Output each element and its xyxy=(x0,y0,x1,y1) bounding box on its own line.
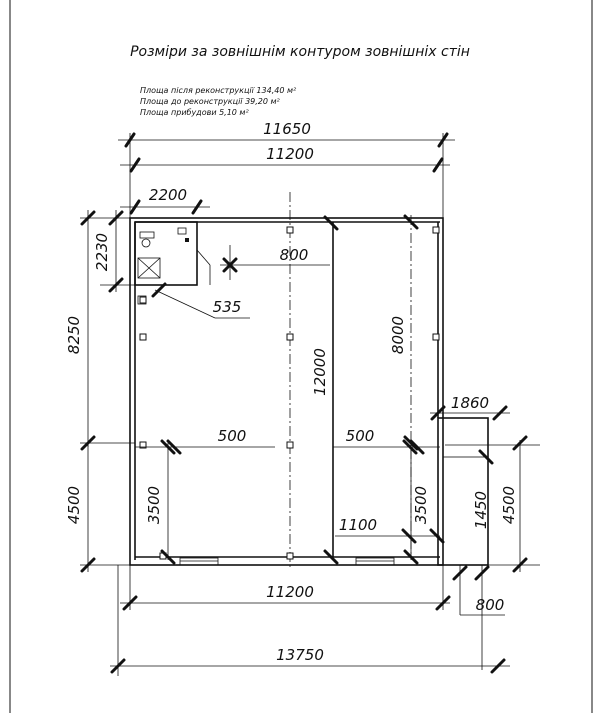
dim-3500-left-label: 3500 xyxy=(145,486,163,524)
dim-lower-right-height: 3500 xyxy=(403,443,430,565)
dim-bottom-offset: 1100 xyxy=(335,516,445,544)
dim-bottom-overall: 13750 xyxy=(110,565,510,676)
dim-11200-top-label: 11200 xyxy=(266,145,314,163)
dim-12000-label: 12000 xyxy=(311,348,329,396)
dim-bottom-inner: 11200 xyxy=(120,565,451,611)
columns xyxy=(139,226,440,560)
dim-1860-label: 1860 xyxy=(451,394,489,412)
dim-right-span: 500 xyxy=(333,427,440,455)
note-area-addition: Площа прибудови 5,10 м² xyxy=(140,108,249,117)
note-area-after: Площа після реконструкції 134,40 м² xyxy=(140,86,297,95)
dim-left-lower: 4500 xyxy=(65,443,540,573)
dim-800-top-label: 800 xyxy=(280,246,309,264)
dim-right-height: 8000 xyxy=(389,214,419,451)
dim-center-height: 12000 xyxy=(311,215,339,565)
dim-addition-width: 1860 xyxy=(430,394,510,421)
dim-top-overall: 11650 xyxy=(118,120,455,218)
dim-left-upper: 8250 xyxy=(65,210,135,451)
dim-13750-label: 13750 xyxy=(276,646,324,664)
dim-right-outer: 4500 xyxy=(445,435,540,573)
bathroom-fixtures xyxy=(137,227,189,305)
dim-1100-label: 1100 xyxy=(339,516,377,534)
dim-lower-height: 3500 xyxy=(145,443,176,565)
dim-1450-label: 1450 xyxy=(472,491,490,529)
dim-addition-depth: 1450 xyxy=(472,449,494,529)
dim-8250-label: 8250 xyxy=(65,316,83,354)
dim-11650-label: 11650 xyxy=(263,120,311,138)
dim-500-left-label: 500 xyxy=(218,427,247,445)
dim-small-offset: 535 xyxy=(151,282,250,319)
drawing-title: Розміри за зовнішнім контуром зовнішніх … xyxy=(130,44,470,60)
dim-535-label: 535 xyxy=(213,298,242,316)
dim-3500-right-label: 3500 xyxy=(412,486,430,524)
dim-800-bottom-label: 800 xyxy=(476,596,505,614)
dim-500-right-label: 500 xyxy=(346,427,375,445)
dim-top-inner: 11200 xyxy=(120,145,450,173)
dim-11200-bottom-label: 11200 xyxy=(266,583,314,601)
dim-4500-left-label: 4500 xyxy=(65,486,83,524)
dim-room-depth: 2230 xyxy=(80,210,135,293)
dim-room-width: 2200 xyxy=(120,186,210,215)
dim-2230-label: 2230 xyxy=(93,233,111,271)
building-walls xyxy=(129,217,489,566)
dim-4500-right-label: 4500 xyxy=(500,486,518,524)
dim-door-offset: 800 xyxy=(220,245,330,280)
dim-bottom-small: 800 xyxy=(452,565,505,670)
dim-left-span: 500 xyxy=(135,427,275,455)
note-area-before: Площа до реконструкції 39,20 м² xyxy=(140,97,281,106)
dim-8000-label: 8000 xyxy=(389,316,407,354)
dim-2200-label: 2200 xyxy=(149,186,187,204)
